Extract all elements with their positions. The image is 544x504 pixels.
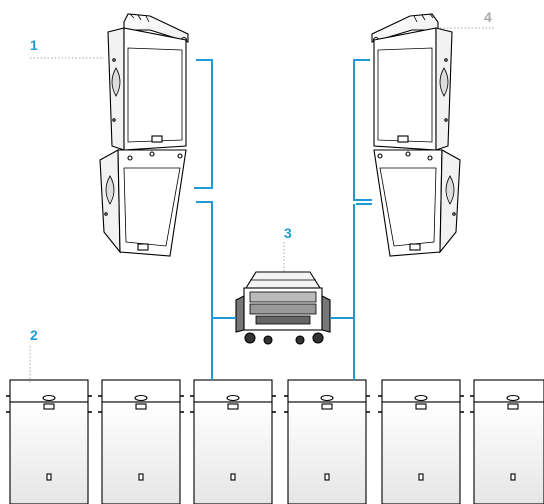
subwoofer <box>6 379 92 504</box>
amplifier-rack <box>235 271 331 345</box>
subwoofer <box>190 379 276 504</box>
cable-right-lower <box>330 204 355 380</box>
subwoofer <box>378 379 464 504</box>
subwoofer <box>98 379 184 504</box>
callout-1-label: 1 <box>30 37 38 53</box>
callout-2-label: 2 <box>30 327 38 343</box>
line-array-right <box>371 13 461 257</box>
cable-right-upper <box>353 59 372 201</box>
subwoofer <box>284 379 370 504</box>
callout-3-label: 3 <box>284 225 292 241</box>
subwoofer-row <box>6 379 544 504</box>
signal-cables <box>194 59 372 380</box>
cable-left-upper <box>194 59 213 189</box>
subwoofer <box>470 379 544 504</box>
cable-left-lower <box>196 201 236 380</box>
callout-4-label: 4 <box>484 9 492 25</box>
line-array-left <box>99 13 189 257</box>
leader-lines <box>29 27 494 382</box>
